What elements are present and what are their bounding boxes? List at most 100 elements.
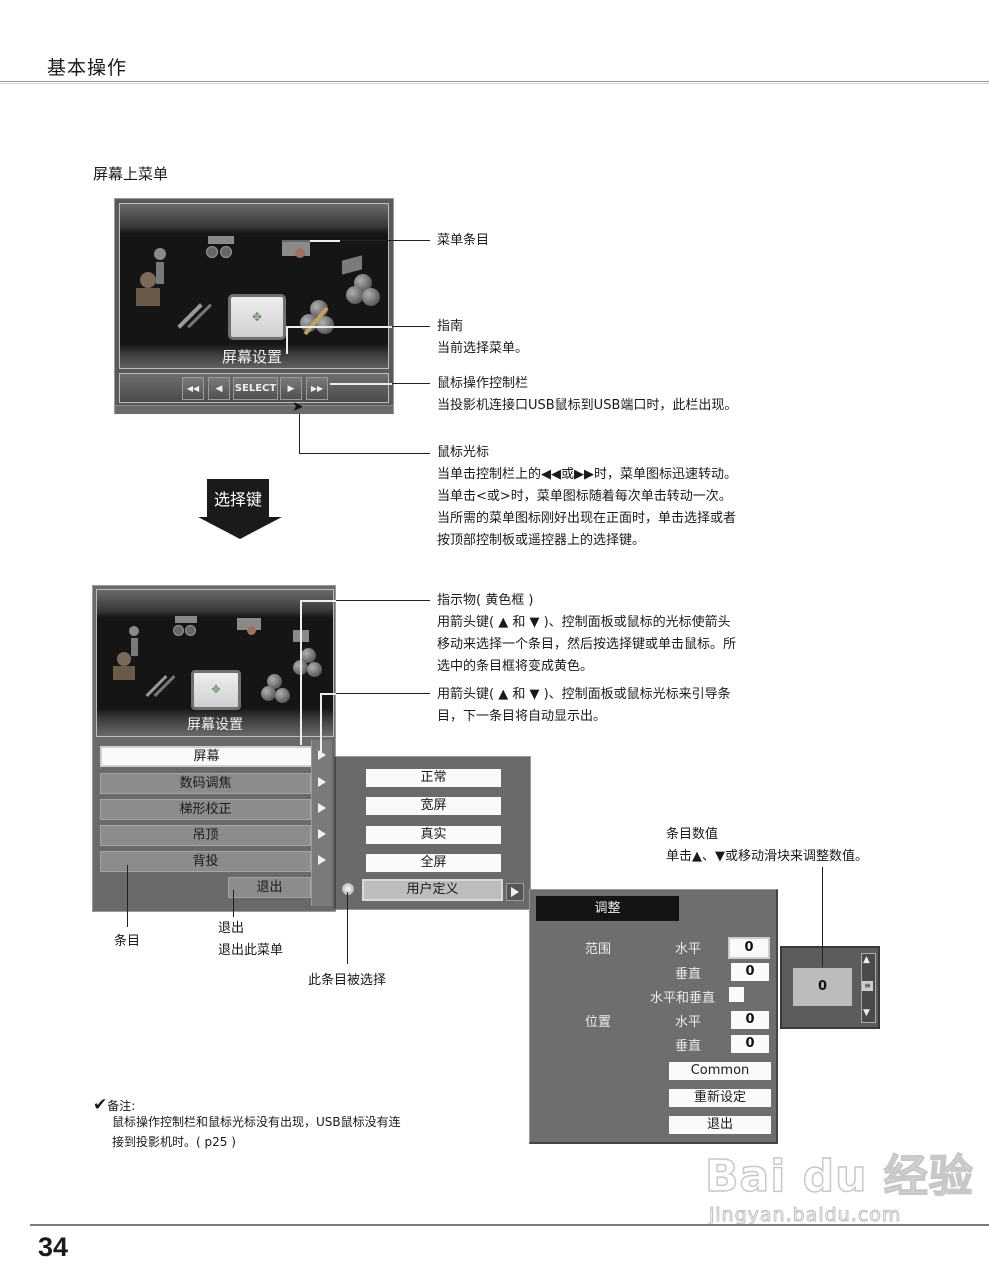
info-icon — [154, 248, 166, 260]
image-adjust-icon — [316, 316, 334, 334]
range-vertical-value[interactable]: 0 — [731, 963, 769, 981]
leader-line — [347, 892, 348, 964]
gear-icon — [295, 248, 305, 258]
callout-exit-desc: 退出此菜单 — [218, 943, 284, 958]
exit-button[interactable]: 退出 — [669, 1116, 771, 1134]
callout-mouse-bar-title: 鼠标操作控制栏 — [437, 376, 529, 391]
double-left-arrow-icon: ◀◀ — [186, 384, 200, 393]
menu-item-rear[interactable]: 背投 — [100, 851, 311, 872]
onscreen-menu-bottom: ✥ 屏幕设置 屏幕 数码调焦 梯形校正 吊顶 背投 退出 — [92, 585, 336, 912]
callout-item: 条目 — [114, 934, 141, 949]
range-horizontal-label: 水平 — [675, 942, 702, 957]
leader-line — [340, 240, 430, 241]
person-icon — [117, 652, 131, 666]
menu-item-keystone[interactable]: 梯形校正 — [100, 799, 311, 820]
exit-button[interactable]: 退出 — [228, 877, 311, 898]
callout-arrow-nav-line: 用箭头键( ▲ 和 ▼ )、控制面板或鼠标光标来引导条 — [437, 687, 731, 702]
callout-pointer-line: 用箭头键( ▲ 和 ▼ )、控制面板或鼠标的光标使箭头 — [437, 615, 731, 630]
submenu-expand-button[interactable] — [506, 883, 524, 901]
submenu-arrow-icon[interactable] — [318, 777, 326, 787]
range-horizontal-value[interactable]: 0 — [728, 937, 770, 959]
submenu-item-wide[interactable]: 宽屏 — [366, 797, 501, 815]
next-button[interactable]: ▶ — [280, 377, 302, 400]
callout-selected: 此条目被选择 — [308, 973, 387, 988]
submenu-arrow-column — [311, 740, 332, 906]
callout-item-value-title: 条目数值 — [666, 827, 719, 842]
note-title: 备注: — [107, 1099, 136, 1113]
left-arrow-icon: ◀ — [215, 383, 223, 394]
submenu-arrow-icon[interactable] — [318, 829, 326, 839]
submenu-item-custom[interactable]: 用户定义 — [362, 879, 503, 901]
submenu-item-normal[interactable]: 正常 — [366, 769, 501, 787]
info-icon-body — [131, 638, 138, 656]
down-arrow-icon[interactable]: ▼ — [863, 1008, 870, 1018]
leader-line — [300, 600, 336, 602]
image-adjust-icon — [267, 674, 282, 689]
color-icon — [301, 648, 316, 663]
previous-button[interactable]: ◀ — [208, 377, 230, 400]
projector-icon — [208, 236, 234, 244]
callout-arrow-nav-line: 目，下一条目将自动显示出。 — [437, 709, 607, 724]
submenu-arrow-icon[interactable] — [318, 803, 326, 813]
submenu-item-full[interactable]: 全屏 — [366, 854, 501, 872]
leader-line — [127, 865, 128, 927]
right-arrow-icon: ▶ — [287, 383, 295, 394]
position-horizontal-value[interactable]: 0 — [731, 1011, 769, 1029]
leader-line — [286, 326, 288, 354]
up-arrow-icon[interactable]: ▲ — [863, 955, 870, 965]
page-number: 34 — [38, 1232, 69, 1262]
reset-button[interactable]: 重新设定 — [669, 1089, 771, 1107]
menu-item-ceiling[interactable]: 吊顶 — [100, 825, 311, 846]
menu-item-screen[interactable]: 屏幕 — [100, 746, 313, 767]
lens-icon — [185, 625, 196, 636]
info-icon-body — [156, 262, 164, 284]
leader-line — [392, 383, 430, 384]
fast-forward-button[interactable]: ▶▶ — [306, 377, 328, 400]
range-vertical-label: 垂直 — [675, 967, 702, 982]
image-adjust-icon — [261, 686, 276, 701]
image-adjust-icon — [275, 688, 290, 703]
leader-line — [336, 600, 430, 601]
submenu-arrow-icon[interactable] — [318, 750, 326, 760]
laptop-icon — [342, 255, 362, 275]
leader-line — [299, 453, 430, 454]
selection-indicator — [342, 883, 354, 895]
watermark-url: jingyan.baidu.com — [709, 1204, 902, 1227]
color-icon — [307, 662, 322, 677]
position-label: 位置 — [585, 1015, 612, 1030]
guide-label: 屏幕设置 — [187, 717, 243, 733]
slider-thumb[interactable]: ≡ — [862, 981, 873, 991]
callout-guide-title: 指南 — [437, 319, 464, 334]
note-body: 鼠标操作控制栏和鼠标光标没有出现，USB鼠标没有连 接到投影机时。( p25 ) — [112, 1112, 401, 1152]
range-label: 范围 — [585, 942, 612, 957]
select-key-arrow: 选择键 — [207, 479, 269, 517]
header-divider — [0, 81, 989, 84]
select-button[interactable]: SELECT — [233, 377, 278, 400]
position-vertical-value[interactable]: 0 — [731, 1035, 769, 1053]
osd-footer-bar — [115, 405, 393, 414]
fast-rewind-button[interactable]: ◀◀ — [182, 377, 204, 400]
leader-line — [392, 326, 430, 327]
menu-item-digital-zoom[interactable]: 数码调焦 — [100, 773, 311, 794]
range-both-checkbox[interactable] — [729, 987, 744, 1002]
callout-cursor-line: 当单击<或>时，菜单图标随着每次单击转动一次。 — [437, 489, 732, 504]
submenu-item-true[interactable]: 真实 — [366, 826, 501, 844]
leader-line — [299, 414, 300, 454]
callout-cursor-title: 鼠标光标 — [437, 445, 490, 460]
value-slider: 0 ▲ ≡ ▼ — [780, 946, 880, 1029]
chapter-title: 基本操作 — [47, 57, 128, 79]
baidu-watermark: Bai du 经验 jingyan.baidu.com — [704, 1140, 974, 1227]
note-line: 接到投影机时。( p25 ) — [112, 1135, 236, 1149]
slider-track[interactable]: ▲ ≡ ▼ — [861, 953, 876, 1023]
arrows-glyph: ✥ — [251, 310, 263, 324]
callout-mouse-bar-desc: 当投影机连接口USB鼠标到USB端口时，此栏出现。 — [437, 398, 738, 413]
person-icon-body — [136, 288, 160, 306]
onscreen-menu-top: ✥ 屏幕设置 ◀◀ ◀ SELECT ▶ ▶▶ — [114, 198, 394, 414]
common-button[interactable]: Common — [669, 1062, 771, 1080]
leader-line — [330, 383, 392, 385]
section-title: 屏幕上菜单 — [93, 165, 169, 183]
leader-line — [300, 600, 302, 745]
menu-icon-carousel: ✥ 屏幕设置 — [96, 589, 334, 737]
callout-menu-item: 菜单条目 — [437, 233, 490, 248]
submenu-arrow-icon[interactable] — [318, 855, 326, 865]
